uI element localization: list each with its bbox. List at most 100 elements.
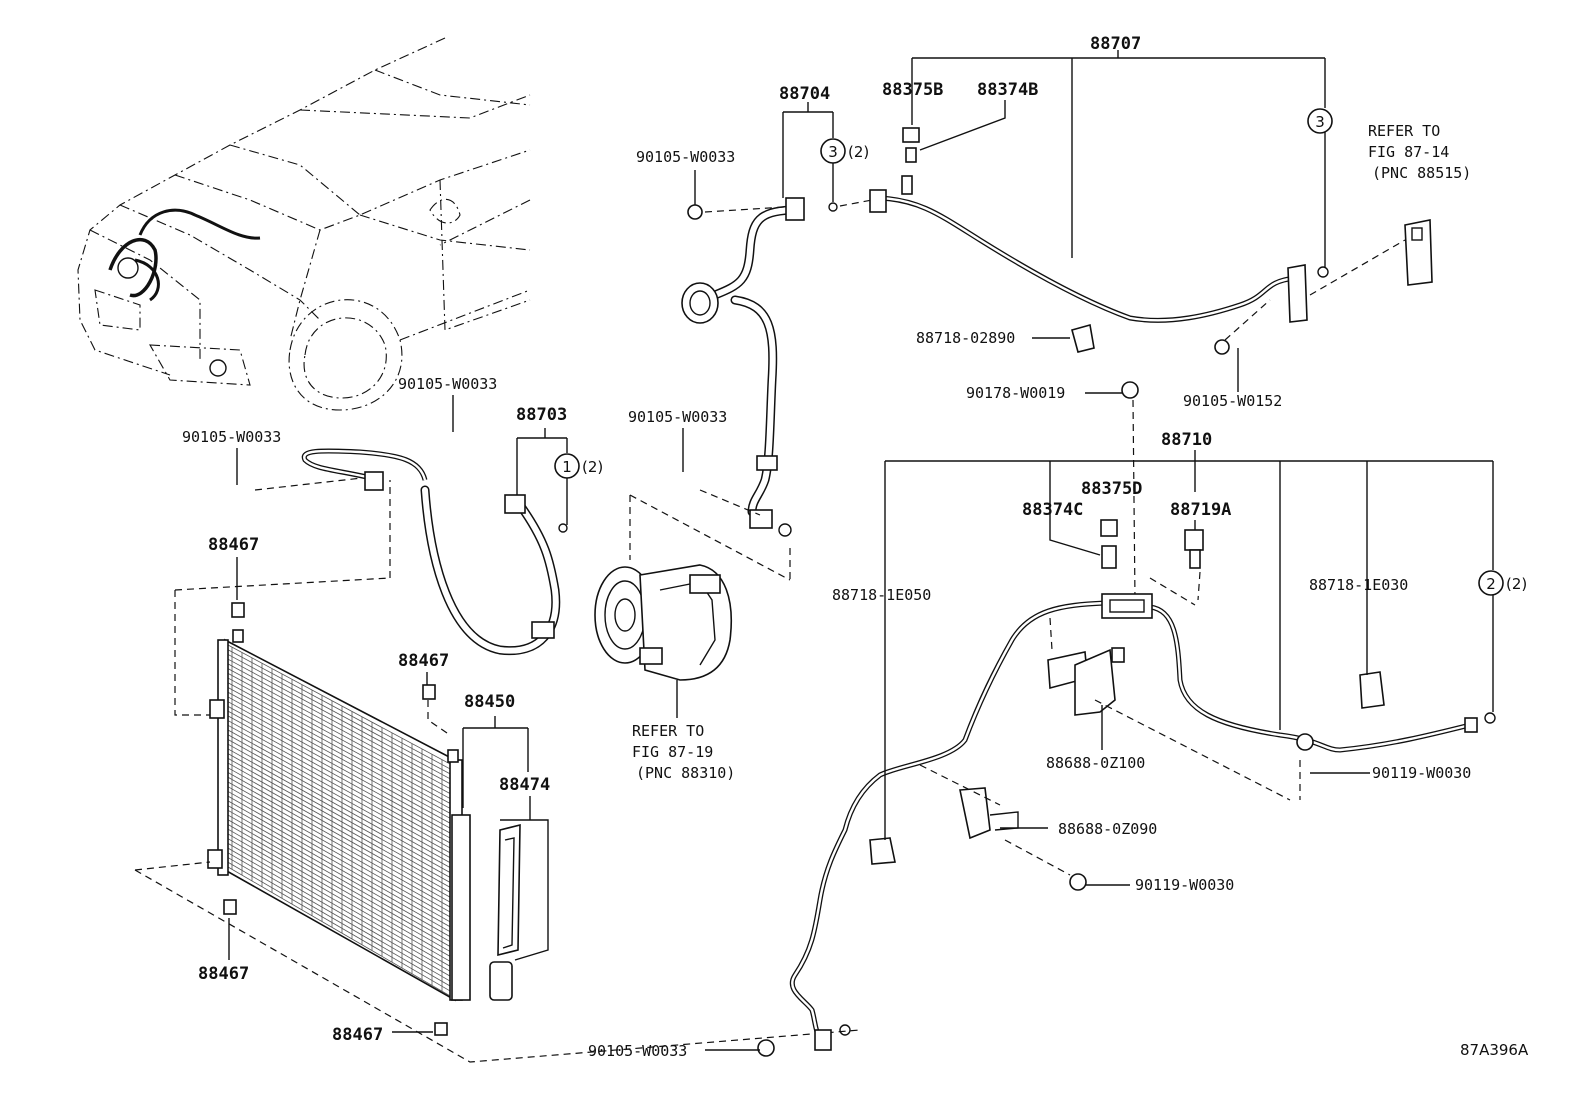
refer-fig-87-14-line2: FIG 87-14	[1368, 143, 1449, 161]
label-88375D: 88375D	[1081, 479, 1142, 499]
label-90105-w0033-top: 90105-W0033	[636, 148, 735, 166]
condenser-fin-line	[227, 805, 453, 934]
condenser-fin-line	[227, 715, 453, 840]
label-88374B: 88374B	[977, 80, 1038, 100]
label-88704: 88704	[779, 84, 830, 104]
label-88703: 88703	[516, 405, 567, 425]
condenser-fin-line	[227, 677, 453, 800]
label-88467-lower: 88467	[198, 964, 249, 984]
condenser-fin-line	[227, 753, 453, 879]
condenser-fin-line	[227, 691, 453, 815]
label-88707: 88707	[1090, 34, 1141, 54]
condenser-fin-line	[227, 776, 453, 904]
condenser-fin-line	[227, 795, 453, 924]
label-88474: 88474	[499, 775, 550, 795]
condenser-fin-line	[227, 668, 453, 791]
label-90105-w0033-bottom: 90105-W0033	[588, 1042, 687, 1060]
condenser-fin-line	[227, 644, 453, 766]
compressor-illustration	[594, 489, 791, 681]
callout-circle-1	[554, 453, 580, 479]
condenser-fin-line	[227, 833, 453, 963]
label-88450: 88450	[464, 692, 515, 712]
condenser-fin-line	[227, 824, 453, 953]
callout-3b-number: 3	[1315, 113, 1325, 131]
refer-fig-87-19-line3: (PNC 88310)	[636, 764, 735, 782]
condenser-fin-line	[227, 663, 453, 786]
callout-2-qty: (2)	[1506, 575, 1527, 593]
callout-2-number: 2	[1486, 575, 1496, 593]
condenser-fin-line	[227, 762, 453, 889]
label-88718-1e050: 88718-1E050	[832, 586, 931, 604]
condenser-88450-illustration	[134, 477, 861, 1063]
condenser-fin-line	[227, 781, 453, 909]
condenser-fin-line	[227, 857, 453, 988]
callout-1-number: 1	[562, 458, 572, 476]
label-88467-top: 88467	[208, 535, 259, 555]
condenser-fin-line	[227, 649, 453, 771]
condenser-fin-line	[227, 682, 453, 805]
callout-circle-2	[1478, 570, 1504, 596]
condenser-fin-line	[227, 696, 453, 820]
condenser-fin-line	[227, 814, 453, 944]
leader-lines	[228, 50, 1494, 1051]
label-88718-1e030: 88718-1E030	[1309, 576, 1408, 594]
label-88374C: 88374C	[1022, 500, 1083, 520]
condenser-fin-line	[227, 672, 453, 795]
label-88467-bottom: 88467	[332, 1025, 383, 1045]
condenser-fin-line	[227, 819, 453, 948]
condenser-fin-line	[227, 772, 453, 899]
callout-3a-number: 3	[828, 143, 838, 161]
condenser-fin-line	[227, 701, 453, 825]
callout-1-qty: (2)	[582, 458, 603, 476]
connection-lines-top	[704, 199, 1406, 601]
label-88718-02890: 88718-02890	[916, 329, 1015, 347]
refer-fig-87-19-line1: REFER TO	[632, 722, 704, 740]
condenser-fin-line	[227, 861, 453, 993]
suction-pipe-88707-illustration	[687, 127, 1433, 399]
circled-callouts: 3 (2) 3 1 (2) 2 (2)	[554, 108, 1527, 596]
condenser-fin-line	[227, 838, 453, 968]
label-90119-w0030-right: 90119-W0030	[1372, 764, 1471, 782]
refer-fig-87-14-line1: REFER TO	[1368, 122, 1440, 140]
diagram-code: 87A396A	[1460, 1041, 1529, 1059]
part-labels: 88707 88704 88375B 88374B 90105-W0033 RE…	[182, 34, 1529, 1060]
pipe-88710-illustration	[757, 519, 1496, 1057]
label-90178-w0019: 90178-W0019	[966, 384, 1065, 402]
condenser-fin-line	[227, 767, 453, 894]
condenser-fin-line	[227, 786, 453, 914]
condenser-fin-line	[227, 706, 453, 830]
condenser-fin-line	[227, 791, 453, 919]
condenser-fin-line	[227, 800, 453, 929]
pipe-88703-illustration	[301, 448, 568, 656]
callout-circle-3a	[820, 138, 846, 164]
condenser-fin-line	[227, 720, 453, 845]
callout-3a-qty: (2)	[848, 143, 869, 161]
condenser-fin-line	[227, 729, 453, 855]
condenser-fin-line	[227, 748, 453, 874]
condenser-fin-line	[227, 809, 453, 939]
callout-circle-3b	[1307, 108, 1333, 134]
label-88467-right: 88467	[398, 651, 449, 671]
condenser-fin-line	[227, 739, 453, 865]
label-88375B: 88375B	[882, 80, 943, 100]
condenser-fin-line	[227, 687, 453, 810]
hose-88704-illustration	[681, 197, 805, 537]
refer-fig-87-19-line2: FIG 87-19	[632, 743, 713, 761]
refer-fig-87-14-line3: (PNC 88515)	[1372, 164, 1471, 182]
label-88719A: 88719A	[1170, 500, 1231, 520]
label-90119-w0030-bottom: 90119-W0030	[1135, 876, 1234, 894]
condenser-fin-line	[227, 734, 453, 860]
label-90105-w0152: 90105-W0152	[1183, 392, 1282, 410]
label-90105-w0033-compressor: 90105-W0033	[628, 408, 727, 426]
condenser-fin-line	[227, 654, 453, 776]
condenser-fin-line	[227, 843, 453, 973]
label-90105-w0033-mid: 90105-W0033	[398, 375, 497, 393]
condenser-fin-line	[227, 724, 453, 850]
condenser-fin-line	[227, 852, 453, 983]
condenser-fin-line	[227, 828, 453, 958]
condenser-fin-line	[227, 743, 453, 870]
label-88688-0z100: 88688-0Z100	[1046, 754, 1145, 772]
condenser-fin-line	[227, 758, 453, 884]
